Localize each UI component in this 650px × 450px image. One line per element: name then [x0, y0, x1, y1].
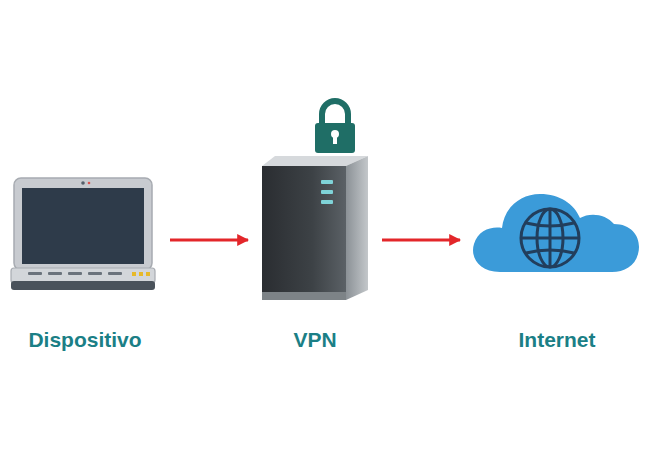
- flow-arrow: [170, 239, 248, 242]
- flow-arrow: [382, 239, 460, 242]
- cloud-icon: [473, 194, 639, 272]
- icon-node: Dispositivo: [10, 172, 160, 352]
- icon-node: VPN: [258, 95, 372, 352]
- server-icon: [262, 156, 368, 300]
- node-label: Internet: [518, 328, 595, 352]
- node-label: Dispositivo: [28, 328, 141, 352]
- node-label: VPN: [293, 328, 336, 352]
- padlock-icon: [315, 101, 355, 153]
- icon-node: Internet: [470, 178, 644, 352]
- laptop-icon: [11, 178, 155, 290]
